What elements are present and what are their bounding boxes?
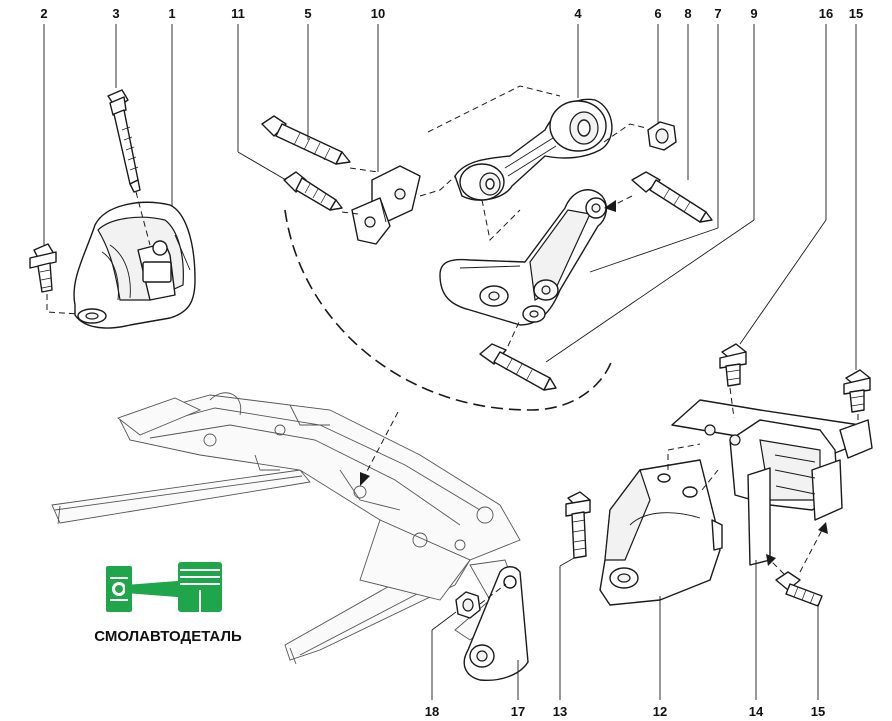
piston-rod-icon [106,562,222,612]
callout-14: 14 [749,704,764,719]
bolt-16 [719,343,747,387]
bolt-15-bottom [775,571,823,607]
callout-15a: 15 [849,6,863,21]
bolt-8 [631,171,713,223]
stud-dash [135,191,151,246]
bracket-dash [341,167,461,215]
callout-8: 8 [684,6,691,21]
callout-17: 17 [511,704,525,719]
torque-rod-dash [427,85,647,242]
callout-12: 12 [653,704,667,719]
callout-13: 13 [553,704,567,719]
callout-5: 5 [304,6,311,21]
bolt-11 [283,171,343,211]
callout-7: 7 [714,6,721,21]
callout-15b: 15 [811,704,825,719]
arc-pointer-arrow [360,472,370,486]
assembly-dashed-arc [284,209,613,411]
bolt-15-top [843,369,871,413]
callout-numbers: 2 3 1 11 5 10 4 6 8 7 9 16 15 18 17 13 1… [40,6,863,719]
bolt-9 [479,343,557,391]
bracket-12 [599,459,723,606]
logo: СМОЛАВТОДЕТАЛЬ [94,562,242,645]
nut-6 [647,121,677,151]
bracket-12-dash [667,443,719,491]
bolt-8-dash [611,195,633,207]
callout-18: 18 [425,704,439,719]
bracket-10 [351,165,421,245]
leader-lines [43,24,857,700]
small-bolt-left [29,243,57,293]
long-stud [107,89,141,193]
callout-6: 6 [654,6,661,21]
plate-17-dash [479,583,507,605]
callout-16: 16 [819,6,833,21]
bolt-8-arrow [604,200,616,212]
support-arm-7 [439,189,608,326]
bolt-9-dash [507,319,521,347]
callout-1: 1 [168,6,175,21]
small-bolt-dash [46,294,79,315]
callout-9: 9 [750,6,757,21]
callout-10: 10 [371,6,385,21]
torque-rod [454,98,613,201]
logo-text: СМОЛАВТОДЕТАЛЬ [94,628,242,645]
bolt-15-arrow-b [818,522,828,534]
callout-4: 4 [574,6,582,21]
bolt-15-arrow-a [766,554,776,566]
subframe [51,392,521,665]
bolt-15-bottom-dash-a [769,559,785,575]
bolt-13 [565,491,591,559]
left-engine-mount [73,201,196,329]
right-mount-14 [671,399,873,566]
callout-11: 11 [231,6,245,21]
nut-18 [455,591,481,619]
arc-pointer-dash [364,411,399,476]
callout-2: 2 [40,6,47,21]
bolt-5 [261,115,351,165]
plate-17 [463,566,529,682]
bolt-15-bottom-dash-b [799,529,823,573]
callout-3: 3 [112,6,119,21]
